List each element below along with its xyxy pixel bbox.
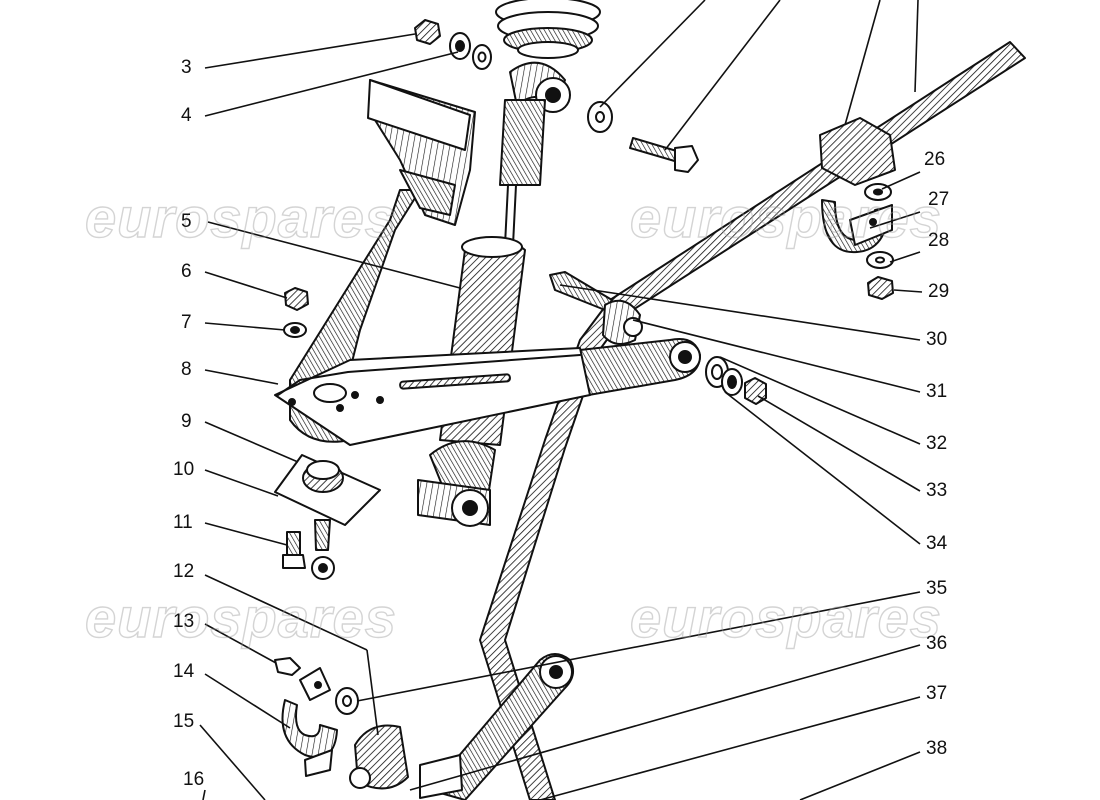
callout-29: 29: [928, 281, 950, 302]
callout-14: 14: [173, 661, 195, 682]
callout-35: 35: [926, 578, 948, 599]
callout-10: 10: [173, 459, 195, 480]
callout-28: 28: [928, 230, 950, 251]
callout-16: 16: [183, 769, 205, 790]
callout-12: 12: [173, 561, 195, 582]
coil-spring: [495, 0, 601, 59]
lower-clamp: [281, 667, 338, 777]
callout-37: 37: [926, 683, 948, 704]
upper-wishbone: [274, 189, 701, 446]
hardware: [274, 19, 894, 715]
callout-3: 3: [181, 57, 192, 78]
callout-7: 7: [181, 312, 192, 333]
callout-38: 38: [926, 738, 948, 759]
callout-30: 30: [926, 329, 948, 350]
ball-joint: [274, 454, 381, 580]
callout-27: 27: [928, 189, 950, 210]
watermark: eurospares: [629, 185, 942, 249]
watermark: eurospares: [629, 585, 942, 649]
callout-8: 8: [181, 359, 192, 380]
mounting-bracket: [367, 79, 476, 226]
callout-26: 26: [924, 149, 946, 170]
watermark: eurospares: [84, 185, 397, 249]
callout-36: 36: [926, 633, 948, 654]
watermark: eurospares: [84, 585, 397, 649]
anti-roll-bar-clamp: [819, 117, 896, 254]
leader-lines: [199, 0, 923, 800]
callout-32: 32: [926, 433, 948, 454]
callout-34: 34: [926, 533, 948, 554]
anti-roll-bar: [479, 41, 1026, 800]
callout-33: 33: [926, 480, 948, 501]
lower-arm: [349, 653, 575, 800]
callout-11: 11: [173, 512, 193, 533]
callout-9: 9: [181, 411, 192, 432]
callout-31: 31: [926, 381, 948, 402]
callout-13: 13: [173, 611, 195, 632]
callout-4: 4: [181, 105, 192, 126]
callout-5: 5: [181, 211, 192, 232]
callout-6: 6: [181, 261, 192, 282]
callout-15: 15: [173, 711, 195, 732]
